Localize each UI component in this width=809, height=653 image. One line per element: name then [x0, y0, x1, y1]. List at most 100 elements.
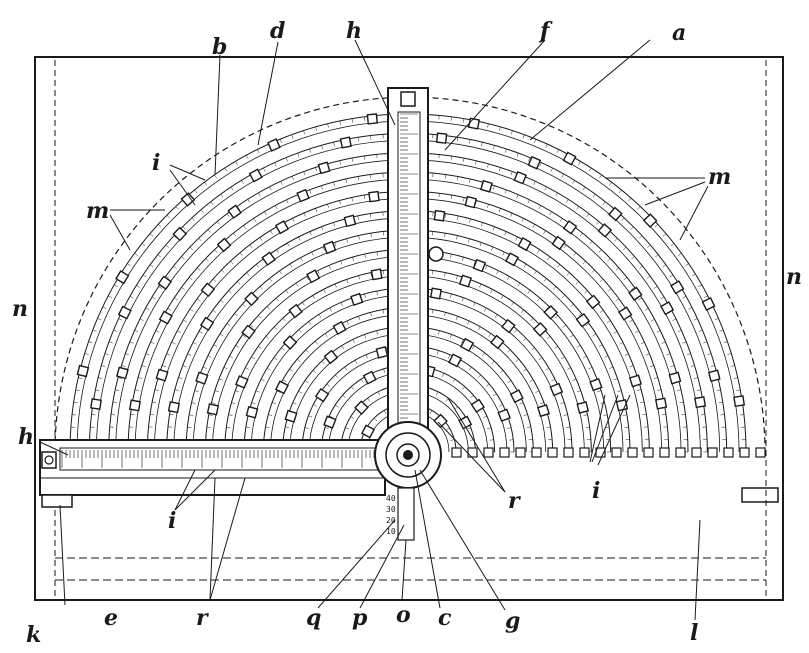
ring-block: [433, 413, 448, 429]
ring-tick: [204, 182, 207, 186]
ring-tick: [582, 186, 586, 191]
ring-tick: [208, 414, 213, 416]
outer-dashed-arc: [54, 96, 766, 453]
ring-tick: [274, 162, 277, 167]
ring-block: [585, 294, 601, 310]
ring-tick: [596, 221, 599, 225]
ring-tick: [73, 401, 78, 404]
ring-tick: [333, 222, 335, 227]
ring-tick: [535, 390, 540, 393]
ring-tick: [537, 249, 540, 254]
ring-tick: [365, 354, 368, 359]
ring-tick: [88, 341, 93, 344]
ring-tick: [230, 260, 234, 265]
ring-tick: [666, 353, 671, 356]
ring-block: [368, 190, 380, 203]
ring-tick: [235, 390, 240, 393]
horizontal-bar-scale: [59, 447, 381, 471]
ring-tick: [554, 315, 558, 319]
ring-block: [157, 275, 173, 290]
ring-tick: [727, 353, 732, 355]
ring-block: [115, 270, 130, 285]
ring-tick: [444, 233, 446, 238]
ring-tick: [669, 274, 674, 278]
ring-tick: [228, 290, 232, 294]
ring-tick: [457, 215, 459, 220]
ring-tick: [104, 353, 109, 356]
ring-tick: [376, 290, 378, 295]
ring-tick: [450, 116, 452, 121]
ring-tick: [226, 426, 231, 428]
ring-block: [200, 282, 216, 298]
ring-tick: [523, 368, 527, 372]
ring-tick: [175, 206, 179, 210]
ring-tick: [108, 295, 112, 298]
ring-tick: [155, 330, 160, 333]
ring-tick: [245, 426, 250, 428]
ring-tick: [145, 307, 150, 310]
ring-tick: [212, 278, 217, 282]
ring-block: [575, 312, 591, 328]
ring-tick: [383, 410, 387, 415]
ring-tick: [150, 414, 155, 416]
ring-tick: [438, 330, 440, 335]
label-i-bottom: i: [168, 508, 176, 534]
ring-tick: [275, 297, 279, 302]
ring-block: [472, 258, 487, 273]
ring-tick: [308, 415, 313, 418]
ring-tick: [220, 194, 224, 198]
ring-block: [158, 310, 173, 325]
ring-tick: [234, 313, 238, 317]
ring-tick: [561, 294, 566, 299]
ring-tick: [463, 197, 465, 202]
ring-block: [608, 206, 623, 222]
ring-tick: [364, 155, 366, 160]
ring-tick: [493, 185, 495, 190]
ring-tick: [218, 378, 223, 381]
ring-tick: [340, 260, 343, 265]
ring-tick: [479, 242, 482, 247]
ring-tick: [490, 289, 493, 293]
ring-tick: [281, 347, 285, 351]
ring-tick: [629, 319, 633, 323]
ring-tick: [224, 167, 228, 172]
ring-tick: [540, 402, 545, 405]
ring-tick: [279, 139, 282, 143]
ring-tick: [534, 139, 537, 143]
ring-tick: [631, 287, 635, 290]
ring-block: [227, 204, 242, 219]
ring-tick: [376, 330, 378, 335]
ring-tick: [275, 205, 278, 210]
ring-tick: [323, 289, 326, 293]
ring-block: [282, 335, 298, 350]
scale-mark-30: 30: [386, 505, 396, 514]
ring-tick: [157, 254, 162, 258]
ring-tick: [363, 195, 366, 200]
label-p: p: [352, 605, 368, 631]
ring-block: [628, 374, 643, 388]
ring-tick: [266, 367, 271, 371]
ring-tick: [553, 286, 557, 290]
ring-tick: [473, 260, 476, 265]
ring-tick: [339, 160, 341, 165]
baseline-block: [483, 447, 494, 458]
ring-tick: [592, 194, 596, 198]
ring-tick: [370, 174, 372, 179]
ring-tick: [134, 253, 138, 256]
ring-tick: [282, 317, 286, 322]
ring-tick: [579, 232, 583, 237]
ring-block: [464, 195, 478, 209]
ring-tick: [603, 414, 608, 416]
ring-tick: [531, 347, 535, 351]
ring-tick: [640, 401, 645, 403]
ring-tick: [654, 224, 658, 228]
ring-tick: [360, 378, 364, 383]
ring-tick: [303, 171, 306, 176]
ring-block: [668, 371, 682, 385]
ring-tick: [622, 414, 627, 416]
ring-tick: [493, 145, 495, 150]
ring-tick: [523, 338, 527, 342]
ring-tick: [691, 273, 696, 277]
ring-tick: [226, 213, 230, 217]
ring-tick: [255, 390, 260, 393]
